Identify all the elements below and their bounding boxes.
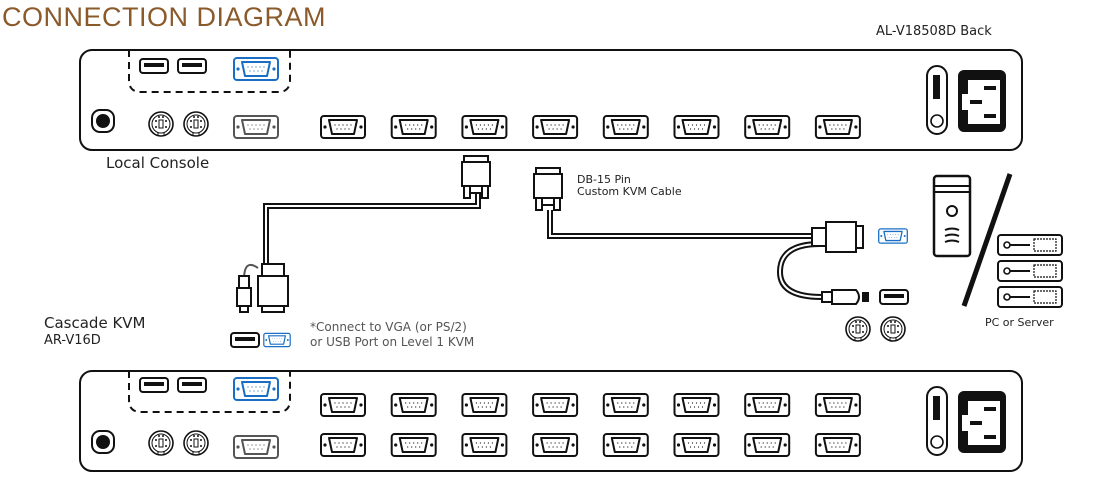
computer-port-icon <box>744 115 791 139</box>
computer-port-icon <box>602 115 649 139</box>
cascade-console-vga-port-icon <box>233 377 279 401</box>
vga-plug-icon <box>257 263 289 313</box>
audio-jack-icon <box>91 109 115 133</box>
cascade-vga-out-port-icon <box>233 435 279 459</box>
usb-plug-icon <box>236 275 252 313</box>
top-unit-model-label: AL-V18508D Back <box>876 24 992 39</box>
computer-port-icon <box>532 115 579 139</box>
power-inlet-icon <box>958 70 1006 132</box>
divider-slash <box>961 173 1013 307</box>
vga-plug-icon <box>811 221 864 253</box>
usb-port-icon <box>139 377 169 393</box>
usb-port-icon <box>230 332 260 348</box>
pc-ps2-port-icon <box>880 316 906 342</box>
server-unit-part <box>1003 293 1011 301</box>
computer-port-icon <box>602 433 649 457</box>
usb-port-icon <box>177 377 207 393</box>
console-vga-port-icon <box>233 57 279 81</box>
computer-port-icon <box>461 393 508 417</box>
pc-tower-icon <box>932 174 972 258</box>
audio-jack-icon <box>91 430 115 454</box>
computer-port-icon <box>744 393 791 417</box>
top-kvm-unit <box>79 49 1023 151</box>
computer-port-icon <box>390 433 437 457</box>
computer-port-icon <box>673 433 720 457</box>
power-inlet-icon <box>958 391 1006 453</box>
pc-vga-port-icon <box>878 228 908 244</box>
connection-note-line1: *Connect to VGA (or PS/2) <box>310 320 467 334</box>
connection-note: *Connect to VGA (or PS/2) or USB Port on… <box>310 320 474 350</box>
cascade-kvm-model: AR-V16D <box>44 333 101 348</box>
cascade-kvm-name: Cascade KVM <box>44 314 146 332</box>
usb-port-icon <box>177 58 207 74</box>
computer-port-icon <box>532 393 579 417</box>
usb-port-icon <box>139 58 169 74</box>
computer-port-icon <box>814 115 861 139</box>
pc-or-server-label: PC or Server <box>985 316 1054 329</box>
cascade-kvm-label: Cascade KVM AR-V16D <box>44 314 145 350</box>
ps2-port-icon <box>148 430 174 456</box>
computer-port-icon <box>532 433 579 457</box>
computer-port-icon <box>390 393 437 417</box>
vga-port-icon <box>263 332 291 348</box>
computer-port-icon <box>461 433 508 457</box>
vga-plug-icon <box>533 167 563 211</box>
server-unit-part <box>1033 290 1057 304</box>
computer-port-icon <box>673 115 720 139</box>
server-unit-part <box>1003 267 1011 275</box>
computer-port-icon <box>744 433 791 457</box>
power-switch-icon <box>926 65 948 135</box>
power-switch-icon <box>926 386 948 456</box>
pc-usb-port-icon <box>879 289 909 305</box>
computer-port-icon <box>390 115 437 139</box>
server-unit-part <box>1003 241 1011 249</box>
cascade-kvm-unit <box>79 370 1023 472</box>
ps2-port-icon <box>183 111 209 137</box>
computer-port-icon <box>814 393 861 417</box>
ps2-port-icon <box>183 430 209 456</box>
server-unit-part <box>1033 264 1057 278</box>
computer-port-icon <box>320 433 366 457</box>
computer-port-icon <box>814 433 861 457</box>
cable-label: DB-15 Pin Custom KVM Cable <box>577 174 682 198</box>
vga-plug-icon <box>461 155 491 199</box>
console-vga-out-port-icon <box>233 115 279 139</box>
cable-label-line1: DB-15 Pin <box>577 173 631 186</box>
cascade-cable <box>230 155 491 348</box>
computer-port-icon <box>602 393 649 417</box>
computer-port-icon <box>320 115 366 139</box>
usb-plug-icon <box>821 289 869 305</box>
local-console-label: Local Console <box>106 154 210 172</box>
computer-port-icon <box>461 115 508 139</box>
computer-port-icon <box>320 393 366 417</box>
connection-note-line2: or USB Port on Level 1 KVM <box>310 335 475 349</box>
server-unit-part <box>1033 238 1057 252</box>
diagram-title: CONNECTION DIAGRAM <box>2 2 327 32</box>
ps2-port-icon <box>148 111 174 137</box>
server-rack-icon <box>997 234 1063 308</box>
computer-port-icon <box>673 393 720 417</box>
cable-label-line2: Custom KVM Cable <box>577 185 682 198</box>
computer-cable <box>533 167 909 342</box>
pc-ps2-port-icon <box>845 316 871 342</box>
